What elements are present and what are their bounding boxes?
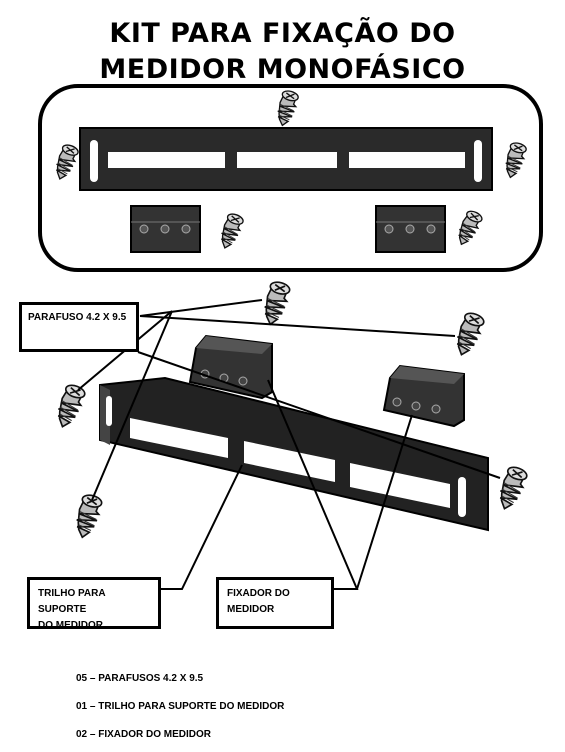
label-fixador: FIXADOR DO MEDIDOR	[216, 577, 334, 629]
label-parafuso: PARAFUSO 4.2 X 9.5	[19, 302, 139, 352]
label-fixador-line1: FIXADOR DO	[227, 588, 290, 599]
screw-icon	[52, 382, 88, 431]
bracket-icon	[130, 205, 201, 253]
label-trilho: TRILHO PARA SUPORTE DO MEDIDOR	[27, 577, 161, 631]
list-item: 02 – FIXADOR DO MEDIDOR	[76, 729, 212, 740]
label-trilho-line2: DO MEDIDOR	[38, 620, 103, 631]
screw-icon	[451, 310, 487, 359]
page-title-line1: KIT PARA FIXAÇÃO DO	[109, 18, 456, 49]
bracket-icon	[382, 364, 465, 428]
screw-icon	[259, 279, 292, 328]
rail-icon	[79, 127, 493, 191]
page-title-line2: MEDIDOR MONOFÁSICO	[99, 54, 466, 85]
list-item: 05 – PARAFUSOS 4.2 X 9.5	[76, 673, 204, 684]
screw-icon	[71, 492, 104, 541]
label-parafuso-text: PARAFUSO 4.2 X 9.5	[28, 312, 127, 323]
rail-icon	[99, 376, 489, 532]
label-fixador-line2: MEDIDOR	[227, 604, 275, 615]
label-trilho-line1: TRILHO PARA SUPORTE	[38, 588, 106, 615]
bracket-icon	[375, 205, 446, 253]
list-item: 01 – TRILHO PARA SUPORTE DO MEDIDOR	[76, 701, 285, 712]
screw-icon	[494, 464, 530, 513]
bracket-icon	[188, 334, 273, 400]
